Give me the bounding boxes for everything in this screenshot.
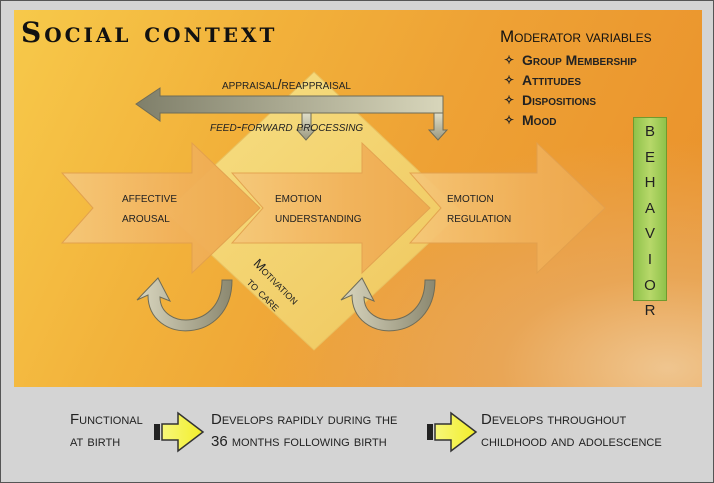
timeline-functional: Functional at birth (70, 409, 143, 453)
moderator-item: ✧ Dispositions (504, 90, 637, 110)
curl-arrow-right (340, 277, 436, 332)
stage-line: emotion (275, 189, 322, 205)
affective-arousal-arrow (60, 141, 261, 275)
stage-line: emotion (447, 189, 494, 205)
moderator-item: ✧ Group Membership (504, 50, 637, 70)
moderator-item-label: Attitudes (522, 72, 581, 88)
moderator-item-label: Dispositions (522, 92, 597, 108)
emotion-understanding-arrow (230, 141, 431, 275)
timeline-develops-throughout: Develops throughout childhood and adoles… (481, 409, 662, 453)
stage-line: regulation (447, 209, 512, 225)
emotion-regulation-arrow (408, 141, 606, 275)
stage-affective-arousal: affective arousal (122, 187, 177, 227)
appraisal-feedback-arrow (135, 87, 449, 141)
stage-line: affective (122, 189, 178, 205)
stage-line: understanding (275, 209, 362, 225)
four-point-star-icon: ✧ (504, 73, 515, 87)
four-point-star-icon: ✧ (504, 53, 515, 67)
behavior-box: B E H A V I O R (633, 117, 667, 319)
behavior-letter: V (644, 225, 655, 243)
behavior-letter: R (644, 302, 656, 320)
timeline-line: at birth (70, 433, 121, 450)
timeline-arrow-1 (154, 411, 205, 453)
moderator-item: ✧ Attitudes (504, 70, 637, 90)
timeline-line: Develops throughout (481, 411, 627, 428)
four-point-star-icon: ✧ (504, 93, 515, 107)
behavior-letter: O (644, 276, 656, 294)
stage-emotion-regulation: emotion regulation (447, 187, 511, 227)
timeline-line: 36 months following birth (211, 433, 387, 450)
timeline-line: Develops rapidly during the (211, 411, 398, 428)
social-context-title: Social context (21, 16, 277, 49)
four-point-star-icon: ✧ (504, 113, 515, 127)
moderator-item: ✧ Mood (504, 110, 637, 130)
moderator-item-label: Mood (522, 112, 557, 128)
behavior-letter: B (644, 123, 655, 140)
behavior-letter: E (644, 148, 655, 166)
stage-line: arousal (122, 209, 170, 225)
behavior-letter: I (647, 250, 653, 268)
behavior-letter: A (644, 199, 655, 217)
feed-forward-label: feed-forward processing (210, 118, 364, 134)
timeline-develops-rapidly: Develops rapidly during the 36 months fo… (211, 409, 397, 453)
appraisal-label: appraisal/reappraisal (222, 76, 351, 92)
moderator-item-label: Group Membership (522, 52, 637, 68)
moderator-list: ✧ Group Membership ✧ Attitudes ✧ Dispositio… (504, 50, 637, 130)
timeline-line: childhood and adolescence (481, 433, 662, 450)
behavior-letter: H (644, 174, 656, 192)
moderator-title: Moderator variables (500, 27, 652, 46)
curl-arrow-left (136, 277, 233, 332)
stage-emotion-understanding: emotion understanding (275, 187, 361, 227)
timeline-arrow-2 (427, 411, 478, 453)
timeline-line: Functional (70, 411, 143, 428)
